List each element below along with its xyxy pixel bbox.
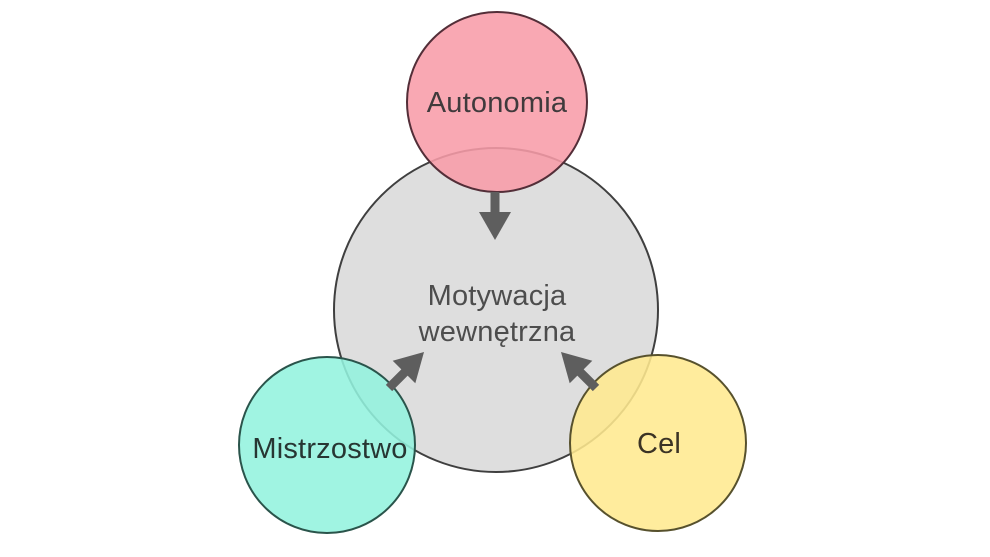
arrow-stem <box>575 367 600 392</box>
center-label-line2: wewnętrzna <box>418 316 576 348</box>
arrow-autonomia-to-center-icon <box>479 192 511 240</box>
node-label-cel: Cel <box>637 428 681 460</box>
center-label-line1: Motywacja <box>428 280 567 312</box>
arrow-head <box>479 212 511 240</box>
arrow-cel-to-center-icon <box>561 352 600 392</box>
arrow-mistrzostwo-to-center-icon <box>385 352 424 392</box>
arrow-head <box>392 352 424 384</box>
node-circle-cel <box>569 354 747 532</box>
node-circle-mistrzostwo <box>238 356 416 534</box>
node-label-mistrzostwo: Mistrzostwo <box>252 433 407 465</box>
arrow-head <box>561 352 593 384</box>
arrow-stem <box>385 367 410 392</box>
node-label-autonomia: Autonomia <box>427 87 568 119</box>
